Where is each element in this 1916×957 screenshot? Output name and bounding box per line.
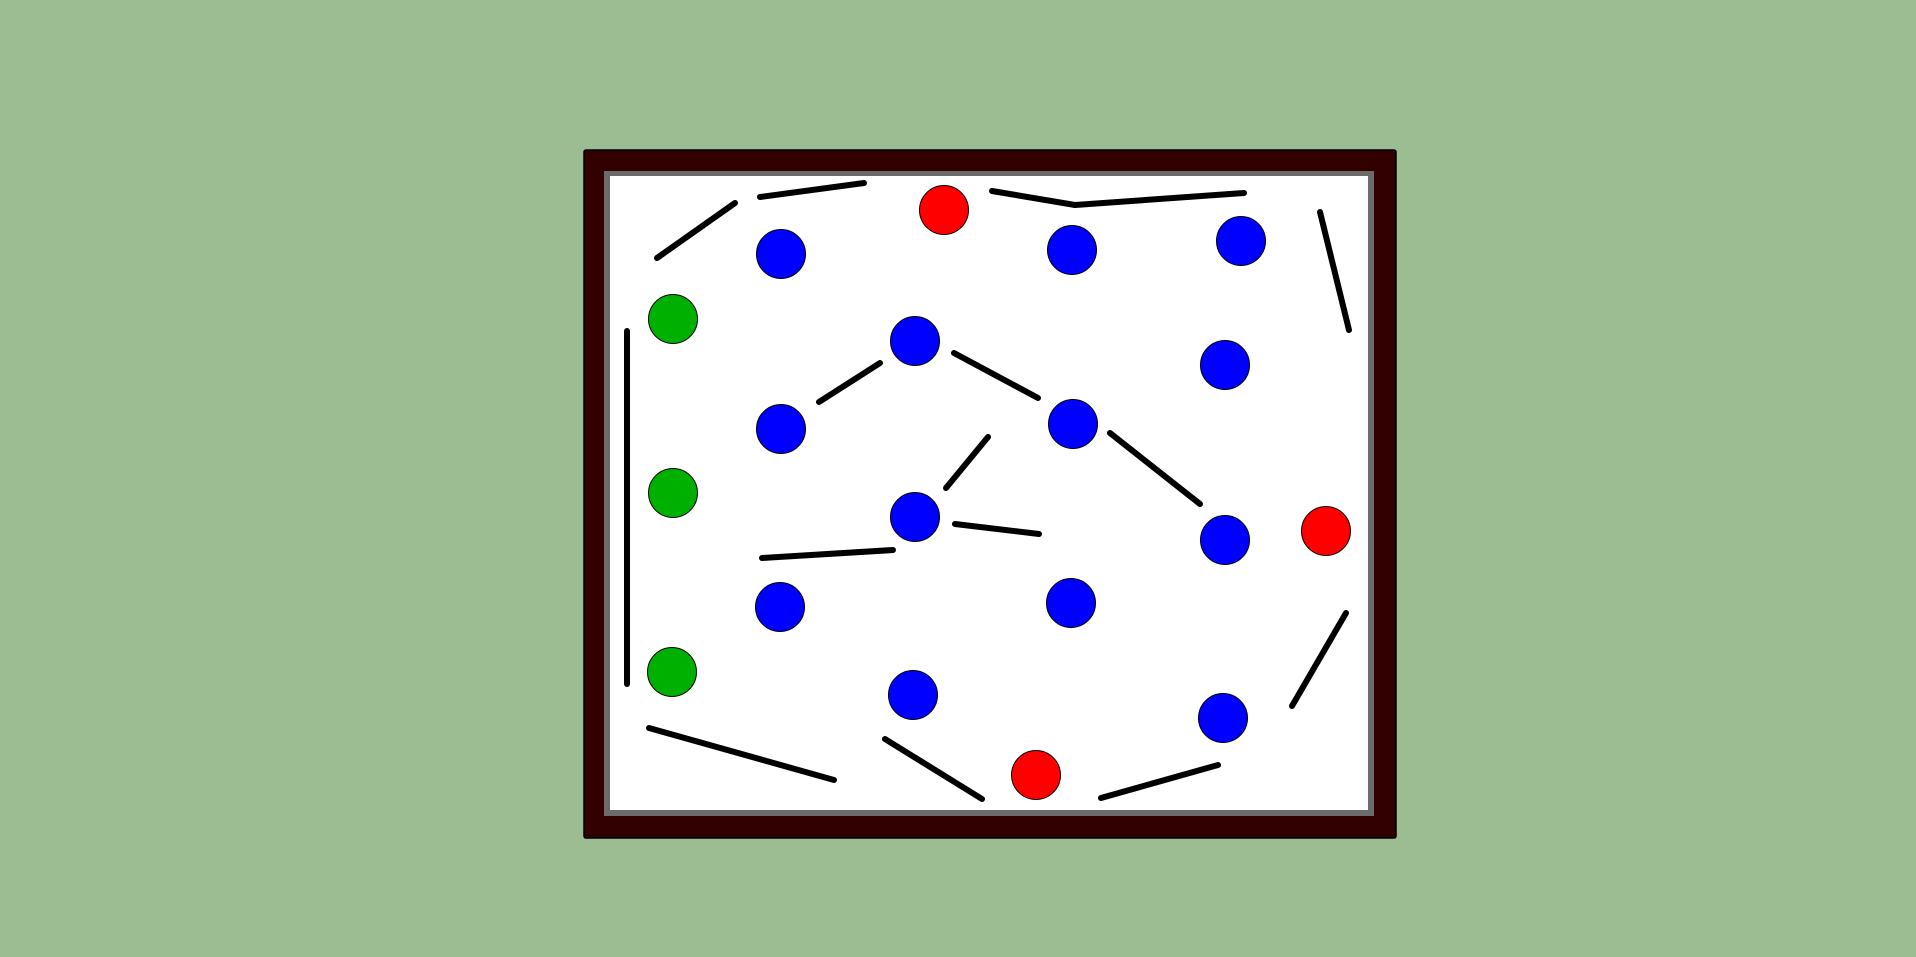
blue-ball-7[interactable] xyxy=(756,229,806,279)
green-ball-4[interactable] xyxy=(648,294,698,344)
stick-9[interactable] xyxy=(943,434,991,491)
stick-14[interactable] xyxy=(646,725,837,783)
stick-13[interactable] xyxy=(1289,610,1349,709)
board-field xyxy=(610,176,1368,810)
blue-ball-10[interactable] xyxy=(890,316,940,366)
blue-ball-9[interactable] xyxy=(1216,216,1266,266)
red-ball-2[interactable] xyxy=(1301,506,1351,556)
green-ball-5[interactable] xyxy=(648,468,698,518)
blue-ball-17[interactable] xyxy=(1046,578,1096,628)
stick-12[interactable] xyxy=(952,521,1042,537)
balls-layer xyxy=(647,185,1351,800)
sticks-layer xyxy=(624,180,1352,802)
blue-ball-11[interactable] xyxy=(1200,340,1250,390)
stick-15[interactable] xyxy=(882,736,985,802)
stick-3[interactable] xyxy=(989,188,1078,208)
green-ball-6[interactable] xyxy=(647,647,697,697)
stick-10[interactable] xyxy=(1107,430,1203,507)
blue-ball-19[interactable] xyxy=(1198,693,1248,743)
stick-5[interactable] xyxy=(1317,209,1352,333)
stick-8[interactable] xyxy=(951,350,1041,401)
blue-ball-14[interactable] xyxy=(890,492,940,542)
red-ball-3[interactable] xyxy=(1011,750,1061,800)
blue-ball-8[interactable] xyxy=(1047,225,1097,275)
stick-2[interactable] xyxy=(757,180,867,200)
blue-ball-16[interactable] xyxy=(755,582,805,632)
red-ball-1[interactable] xyxy=(919,185,969,235)
blue-ball-18[interactable] xyxy=(888,670,938,720)
blue-ball-12[interactable] xyxy=(756,404,806,454)
stick-7[interactable] xyxy=(816,360,883,405)
blue-ball-15[interactable] xyxy=(1200,515,1250,565)
stick-11[interactable] xyxy=(759,547,896,561)
blue-ball-13[interactable] xyxy=(1048,399,1098,449)
stick-16[interactable] xyxy=(1098,762,1221,801)
stick-1[interactable] xyxy=(654,200,738,261)
stick-4[interactable] xyxy=(1072,190,1247,208)
